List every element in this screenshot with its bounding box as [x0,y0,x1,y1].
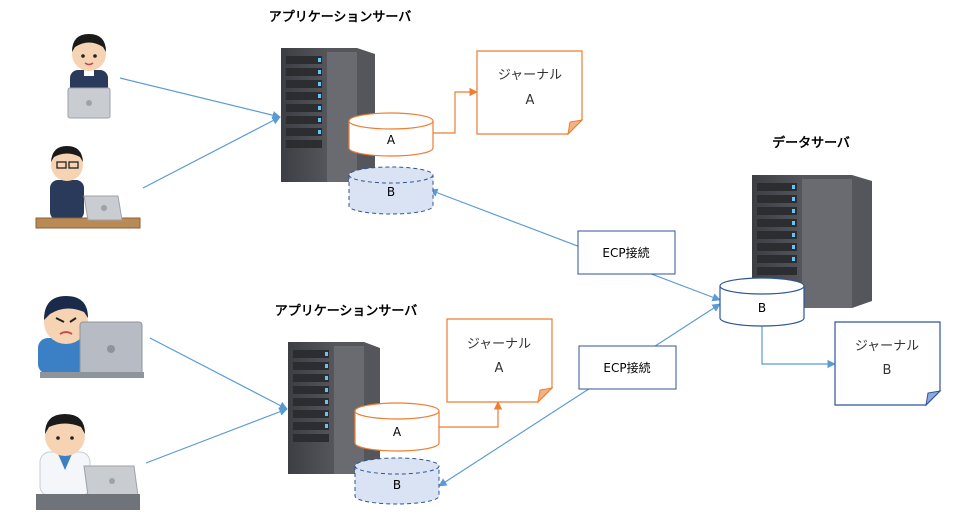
user-3-arrow [149,337,288,410]
app2-journal-arrow [439,401,503,428]
data-db-b-label: B [758,301,766,315]
app1-journal-title: ジャーナル [498,68,562,83]
user-2-arrow [142,116,281,189]
app2-db-b-label: B [393,478,401,492]
app2-db-a: A [354,402,440,452]
ecp-1-arrow [429,188,721,302]
user-laptop-icon [67,34,111,119]
user-angry-icon [38,296,144,378]
data-journal-name: B [883,363,892,378]
app1-db-a-label: A [387,133,396,147]
app1-db-a: A [348,112,434,157]
app2-journal-name: A [495,361,504,376]
data-db-b: B [719,277,805,327]
server-1-drive-bays [286,56,322,148]
app-server-1-title: アプリケーションサーバ [269,10,412,25]
app2-db-a-label: A [393,425,402,439]
ecp-2-label: ECP接続 [603,360,650,375]
user-1-arrow [119,77,281,120]
app1-journal-arrow [433,87,478,134]
user-4-arrow [145,407,288,464]
data-server-title: データサーバ [772,135,850,151]
ecp-1-label-box: ECP接続 [577,230,676,275]
data-journal-arrow [761,326,836,369]
app-server-2-title: アプリケーションサーバ [275,304,418,319]
ecp-1-label: ECP接続 [602,245,649,260]
ecp-2-label-box: ECP接続 [578,345,677,390]
app1-db-b-label: B [387,185,395,199]
app2-db-b: B [354,457,440,505]
app1-db-b: B [348,166,434,215]
data-journal: ジャーナル B [834,321,942,407]
user-desk-icon [35,146,141,229]
app1-journal: ジャーナル A [476,50,584,136]
app2-journal: ジャーナル A [446,318,554,404]
user-doctor-icon [36,414,140,510]
app1-journal-name: A [526,93,535,108]
app2-journal-title: ジャーナル [467,337,531,352]
ecp-2-arrow [438,303,721,487]
data-journal-title: ジャーナル [855,339,919,354]
